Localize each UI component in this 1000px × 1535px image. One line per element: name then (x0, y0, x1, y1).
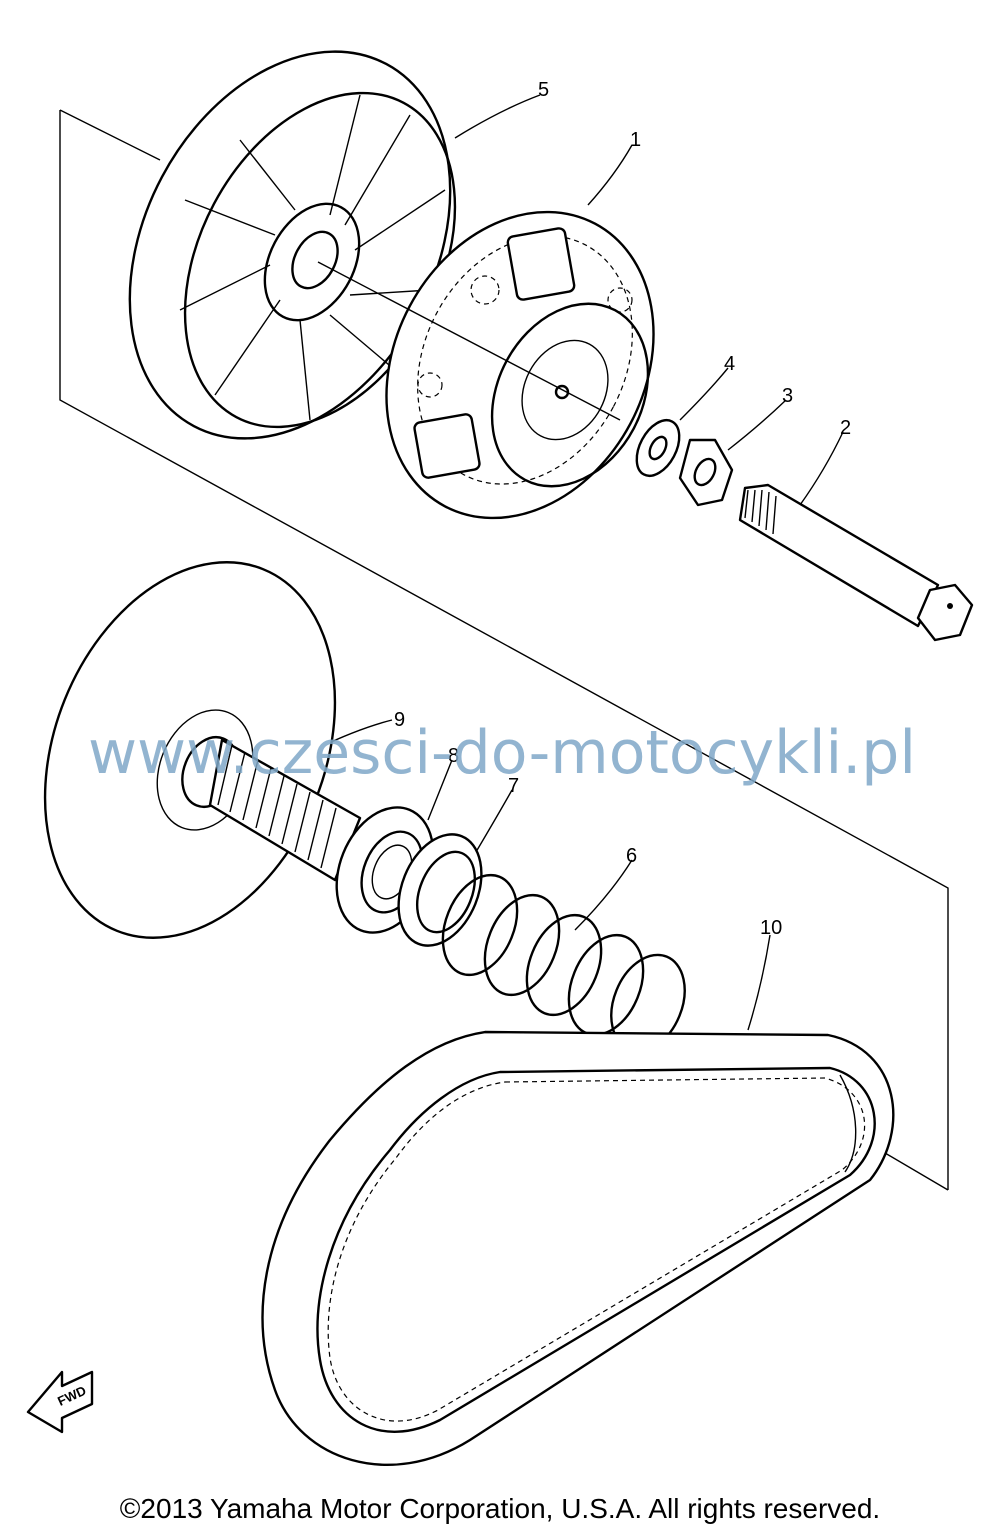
leader-lines (317, 94, 844, 1031)
callout-labels: 5 1 4 3 2 9 8 7 6 10 (394, 79, 851, 939)
forward-arrow-icon: FWD (26, 1370, 94, 1434)
watermark-text: www.czesci-do-motocykli.pl (87, 718, 917, 788)
callout-8: 8 (448, 745, 459, 767)
callout-5: 5 (538, 79, 549, 101)
callout-3: 3 (782, 385, 793, 407)
copyright-notice: ©2013 Yamaha Motor Corporation, U.S.A. A… (119, 1493, 881, 1524)
part-10-drive-belt (261, 1030, 895, 1467)
callout-7: 7 (508, 775, 519, 797)
callout-2: 2 (840, 417, 851, 439)
assembly-boundary-line (59, 110, 949, 1190)
part-1-cover (385, 210, 655, 520)
part-7-collar (397, 833, 483, 947)
callout-4: 4 (724, 353, 735, 375)
part-2-bolt (738, 483, 974, 642)
assembly-boundary-top (59, 109, 161, 161)
callout-6: 6 (626, 845, 637, 867)
part-4-washer (635, 418, 681, 478)
shaft-center-line (317, 261, 621, 421)
callout-1: 1 (630, 129, 641, 151)
callout-10: 10 (760, 917, 782, 939)
assembly-boundary-right (879, 1149, 949, 1191)
part-3-nut (678, 438, 734, 507)
callout-9: 9 (394, 709, 405, 731)
part-9-sheave-shaft (43, 561, 362, 939)
